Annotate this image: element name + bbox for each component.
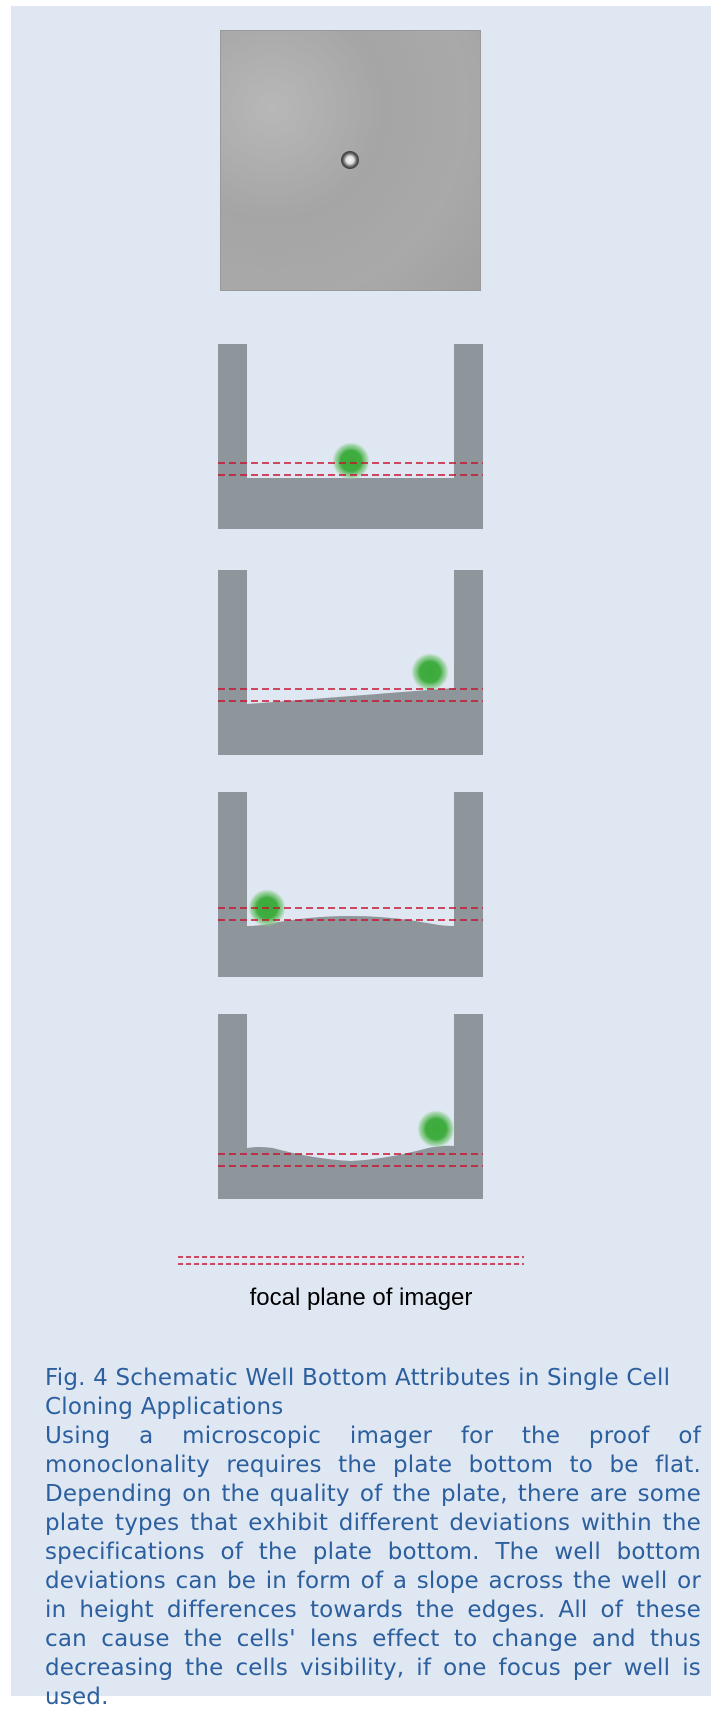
- well-body: [218, 792, 483, 977]
- well-body: [218, 344, 483, 529]
- figure-caption: Fig. 4 Schematic Well Bottom Attributes …: [45, 1364, 701, 1712]
- focal-plane-legend-label: focal plane of imager: [0, 1284, 722, 1312]
- well-body: [218, 1014, 483, 1199]
- well-flat-bottom: [218, 344, 483, 529]
- microscope-image: [220, 30, 481, 291]
- caption-title: Fig. 4 Schematic Well Bottom Attributes …: [45, 1364, 701, 1422]
- green-cell: [417, 1110, 455, 1148]
- well-sloped-bottom: [218, 570, 483, 755]
- caption-body: Using a microscopic imager for the proof…: [45, 1422, 701, 1712]
- well-raised-edges: [218, 1014, 483, 1199]
- focal-plane-legend-line: [178, 1255, 524, 1267]
- single-cell-image: [341, 151, 359, 169]
- green-cell: [411, 653, 449, 691]
- well-raised-center: [218, 792, 483, 977]
